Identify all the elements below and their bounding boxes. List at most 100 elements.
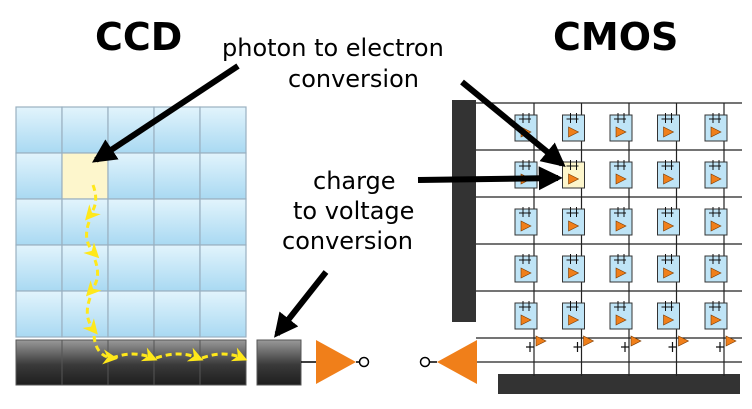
triangle-amplifier-icon bbox=[663, 267, 675, 279]
charge-path-vertical-segment bbox=[85, 184, 101, 221]
charge-label-line2: to voltage bbox=[293, 197, 414, 225]
photodiode bbox=[657, 161, 680, 189]
transistor-switch-icon bbox=[566, 160, 579, 170]
photodiode bbox=[609, 161, 633, 189]
transistor-switch-icon bbox=[519, 160, 531, 170]
cmos-pixel bbox=[562, 254, 585, 283]
transistor-switch-icon bbox=[614, 301, 626, 311]
cmos-pixel bbox=[514, 301, 538, 330]
charge-label-line3: conversion bbox=[282, 227, 413, 255]
cmos-pixel bbox=[704, 207, 728, 236]
cmos-pixel bbox=[609, 113, 633, 142]
photodiode bbox=[657, 114, 680, 142]
ccd-pixel bbox=[153, 152, 201, 200]
photon-label-line2: conversion bbox=[288, 65, 419, 93]
cmos-pixel bbox=[514, 160, 538, 189]
ccd-pixel bbox=[61, 244, 109, 292]
triangle-amplifier-icon bbox=[710, 267, 722, 279]
ccd-pixel bbox=[15, 244, 63, 292]
triangle-amplifier-icon bbox=[520, 220, 532, 232]
transistor-switch-icon bbox=[566, 301, 579, 311]
photodiode bbox=[609, 114, 633, 142]
triangle-amplifier-icon bbox=[710, 220, 722, 232]
transistor-switch-icon bbox=[661, 207, 674, 217]
photodiode bbox=[562, 255, 585, 283]
photodiode bbox=[657, 255, 680, 283]
charge-path-horizontal-segment bbox=[201, 347, 248, 362]
triangle-amplifier-icon bbox=[663, 220, 675, 232]
transistor-switch-icon bbox=[661, 113, 674, 123]
transistor-switch-icon bbox=[566, 113, 579, 123]
photodiode bbox=[514, 302, 538, 330]
photodiode bbox=[514, 255, 538, 283]
ccd-pixel bbox=[107, 198, 155, 246]
cmos-pixel bbox=[657, 160, 680, 189]
transistor-switch-icon bbox=[661, 254, 674, 264]
cmos-pixel bbox=[704, 254, 728, 283]
photodiode bbox=[609, 255, 633, 283]
cmos-pixel bbox=[657, 254, 680, 283]
triangle-amplifier-icon bbox=[568, 220, 580, 232]
triangle-amplifier-icon bbox=[583, 335, 595, 347]
arrow-to-ccd-pixel bbox=[91, 63, 240, 163]
triangle-amplifier-icon bbox=[568, 314, 580, 326]
transistor-switch-icon bbox=[519, 301, 531, 311]
cmos-pixel bbox=[657, 113, 680, 142]
ccd-register-cell bbox=[107, 339, 155, 386]
photodiode bbox=[562, 302, 585, 330]
triangle-amplifier-icon bbox=[615, 173, 627, 185]
transistor-switch-icon bbox=[614, 207, 626, 217]
transistor-switch-icon bbox=[519, 113, 531, 123]
transistor-switch-icon bbox=[573, 342, 582, 352]
transistor-switch-icon bbox=[519, 254, 531, 264]
ccd-register-cell bbox=[153, 339, 201, 386]
arrow-to-cmos-pixel bbox=[460, 79, 566, 168]
transistor-switch-icon bbox=[716, 342, 724, 352]
transistor-switch-icon bbox=[709, 113, 721, 123]
cmos-pixel bbox=[704, 301, 728, 330]
cmos-pixel bbox=[514, 207, 538, 236]
ccd-pixel bbox=[15, 106, 63, 154]
cmos-output-amplifier bbox=[419, 340, 477, 384]
cmos-pixel-array bbox=[514, 113, 728, 330]
ccd-pixel bbox=[107, 152, 155, 200]
cmos-pixel bbox=[704, 160, 728, 189]
charge-path-corner bbox=[92, 335, 118, 365]
ccd-register-cell bbox=[61, 339, 109, 386]
triangle-amplifier-icon bbox=[568, 173, 580, 185]
transistor-switch-icon bbox=[526, 342, 534, 352]
triangle-amplifier-icon bbox=[437, 340, 477, 384]
cmos-pixel bbox=[657, 207, 680, 236]
ccd-readout-register bbox=[15, 339, 247, 386]
charge-transfer-path bbox=[82, 184, 248, 365]
cmos-pixel bbox=[609, 254, 633, 283]
cmos-column-bus bbox=[498, 374, 740, 394]
ccd-output-amplifier bbox=[301, 340, 370, 384]
transistor-switch-icon bbox=[519, 207, 531, 217]
transistor-switch-icon bbox=[614, 254, 626, 264]
ccd-output-terminal bbox=[358, 356, 370, 368]
ccd-pixel bbox=[153, 290, 201, 338]
ccd-pixel bbox=[199, 244, 247, 292]
charge-path-vertical-segment bbox=[85, 259, 102, 297]
triangle-amplifier-icon bbox=[615, 126, 627, 138]
ccd-pixel bbox=[153, 198, 201, 246]
cmos-pixel bbox=[609, 301, 633, 330]
cmos-pixel-highlighted bbox=[562, 160, 585, 189]
ccd-pixel-array bbox=[15, 106, 247, 338]
cmos-pixel bbox=[562, 207, 585, 236]
cmos-pixel bbox=[704, 113, 728, 142]
triangle-amplifier-icon bbox=[663, 314, 675, 326]
ccd-pixel bbox=[107, 244, 155, 292]
transistor-switch-icon bbox=[621, 342, 629, 352]
arrow-to-cmos-amplifier bbox=[417, 166, 563, 191]
triangle-amplifier-icon bbox=[535, 335, 547, 347]
triangle-amplifier-icon bbox=[663, 126, 675, 138]
cmos-title: CMOS bbox=[553, 15, 678, 59]
triangle-amplifier-icon bbox=[615, 220, 627, 232]
ccd-pixel bbox=[15, 198, 63, 246]
photodiode bbox=[609, 302, 633, 330]
ccd-pixel bbox=[153, 244, 201, 292]
photodiode bbox=[562, 114, 585, 142]
